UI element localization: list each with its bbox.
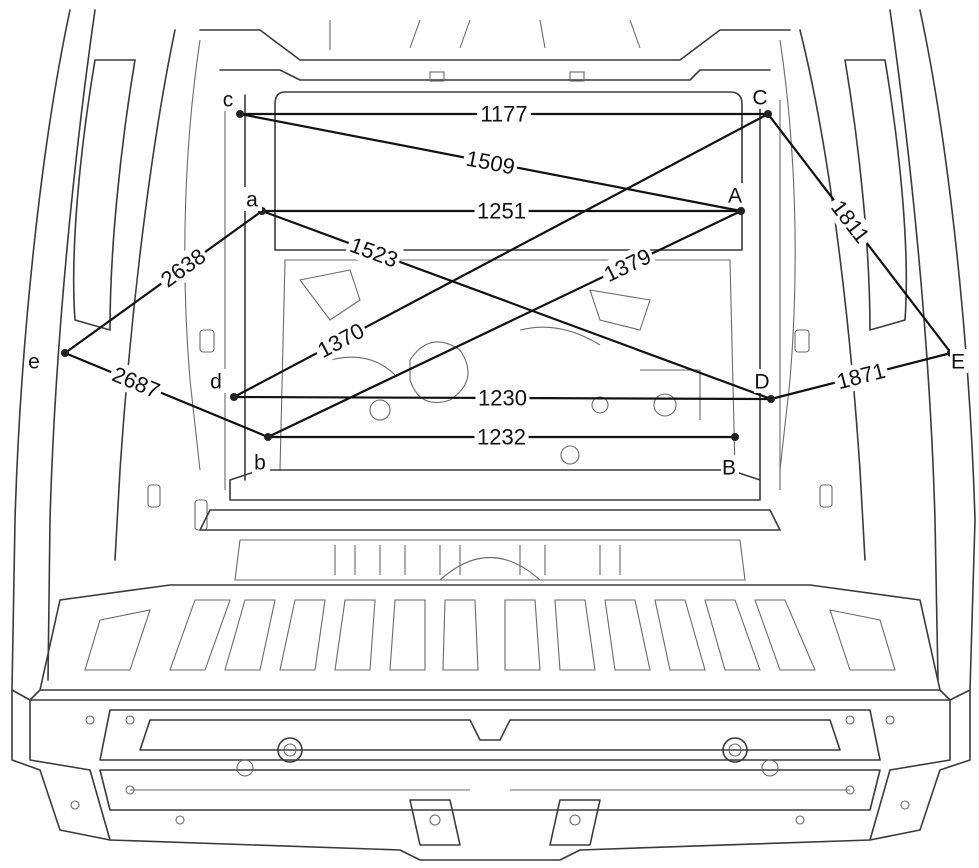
measurement-label-background (310, 316, 371, 365)
point-label-E: E (951, 351, 965, 374)
measurement-label-C-d: 1370 (310, 316, 371, 365)
measurement-label-d-D: 1230 (475, 385, 530, 411)
reference-point-C (764, 110, 772, 118)
point-label-background (26, 349, 44, 373)
point-label-background (754, 369, 772, 393)
point-label-C: C (752, 87, 767, 110)
measurement-value: 1523 (347, 232, 402, 272)
measurement-value: 1370 (313, 318, 368, 363)
measurement-label-background (106, 360, 166, 405)
measurement-value: 1509 (464, 146, 517, 180)
measurement-value: 1230 (478, 386, 527, 411)
measurement-label-background (474, 198, 529, 224)
point-label-D: D (754, 371, 769, 394)
measurement-label-a-e: 2638 (153, 241, 213, 295)
reference-points: c Ca Ae Ed Db B (26, 85, 968, 480)
point-label-background (950, 349, 968, 373)
point-label-background (721, 455, 739, 479)
point-label-e: e (28, 351, 40, 374)
reference-point-d (230, 393, 238, 401)
point-label-background (252, 450, 270, 474)
measurement-label-background (344, 230, 404, 274)
reference-point-B (731, 433, 739, 441)
measurement-label-background (474, 424, 529, 450)
reference-point-e (61, 349, 69, 357)
measurement-line-a-D (261, 209, 772, 401)
measurement-label-background (477, 101, 531, 127)
reference-point-c (236, 110, 244, 118)
point-label-a: a (246, 189, 258, 212)
measurement-label-c-C: 1177 (477, 101, 531, 127)
reference-point-A (737, 207, 745, 215)
measurement-value: 1177 (480, 102, 527, 127)
point-label-background (244, 187, 262, 211)
measurement-label-A-b: 1379 (597, 241, 658, 289)
measurement-label-background (831, 356, 891, 396)
measurement-value: 1232 (477, 425, 526, 450)
measurement-label-background (475, 385, 530, 411)
measurement-value: 1251 (477, 199, 526, 224)
point-label-c: c (223, 89, 234, 112)
reference-point-D (767, 395, 775, 403)
measurement-line-A-b (267, 210, 742, 438)
point-label-background (208, 369, 226, 393)
point-label-background (220, 87, 238, 111)
measurement-label-a-D: 1523 (344, 230, 404, 274)
measurement-label-background (597, 241, 658, 289)
point-label-b: b (254, 452, 266, 475)
measurement-label-background (823, 192, 878, 251)
measurement-label-c-A: 1509 (461, 144, 520, 181)
reference-point-b (264, 433, 272, 441)
measurement-label-b-B: 1232 (474, 424, 529, 450)
point-label-B: B (722, 457, 736, 480)
point-label-background (727, 183, 745, 207)
measurement-label-e-b: 2687 (106, 360, 166, 405)
point-label-background (752, 85, 770, 109)
measurement-label-D-E: 1871 (831, 356, 891, 396)
measurement-label-a-A: 1251 (474, 198, 529, 224)
measurement-label-background (153, 241, 213, 295)
measurement-value: 2687 (109, 361, 164, 403)
point-label-d: d (210, 371, 222, 394)
measurement-line-e-b (64, 351, 269, 439)
point-label-A: A (728, 185, 742, 208)
measurement-value: 1871 (834, 358, 888, 394)
vehicle-body-outline (11, 9, 976, 861)
measurement-label-background (461, 144, 520, 181)
